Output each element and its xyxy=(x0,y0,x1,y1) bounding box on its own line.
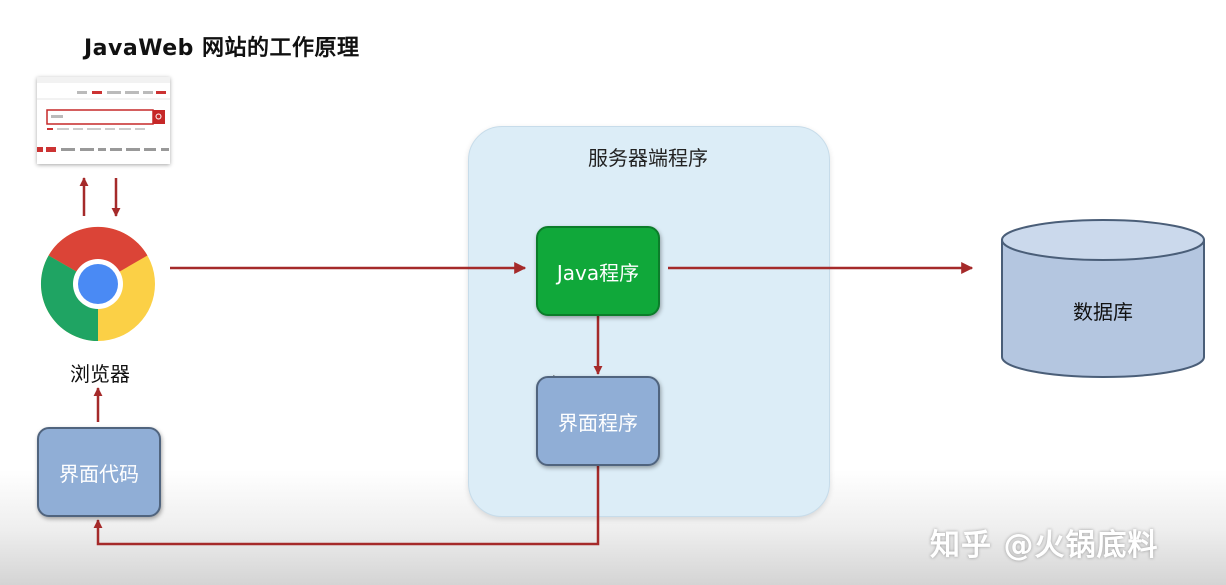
browser-label: 浏览器 xyxy=(70,362,130,386)
chrome-browser-icon xyxy=(40,226,155,342)
database-label: 数据库 xyxy=(1073,300,1133,324)
ui-program-node: 界面程序 xyxy=(536,376,660,466)
database-cylinder-icon xyxy=(1001,219,1205,378)
watermark: 知乎 @火锅底料 xyxy=(930,528,1159,563)
diagram-title: JavaWeb 网站的工作原理 xyxy=(84,36,360,61)
webpage-thumbnail xyxy=(37,77,170,164)
java-program-node: Java程序 xyxy=(536,226,660,316)
server-label: 服务器端程序 xyxy=(588,146,708,170)
ui-code-node: 界面代码 xyxy=(37,427,161,517)
arrow-ui-to-code xyxy=(93,466,600,546)
webpage-thumbnail-drawing xyxy=(37,77,170,152)
